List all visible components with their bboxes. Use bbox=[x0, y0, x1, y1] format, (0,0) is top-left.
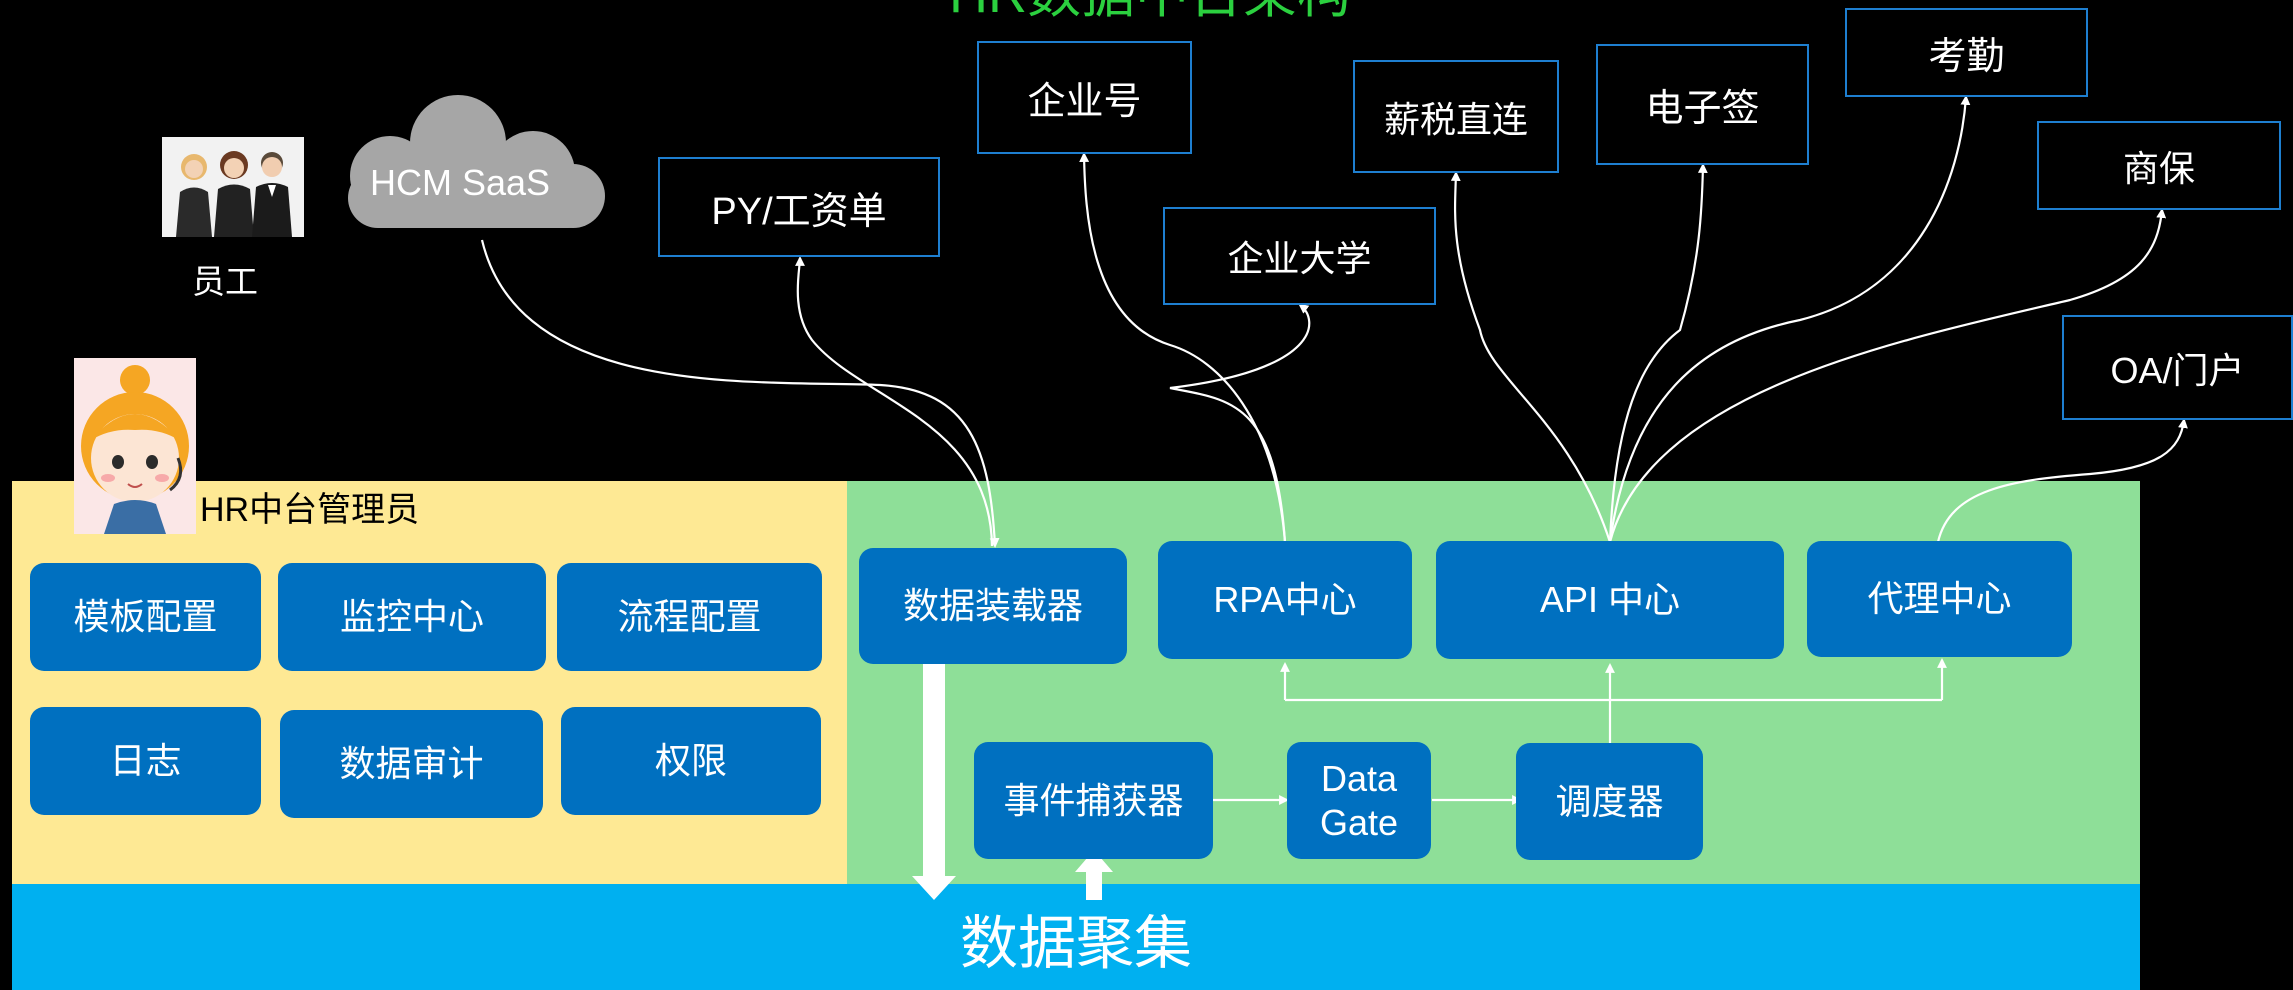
oa-portal-box[interactable]: OA/门户 bbox=[2062, 315, 2293, 420]
e-signature-box[interactable]: 电子签 bbox=[1596, 44, 1809, 165]
data-loader-block[interactable]: 数据装载器 bbox=[859, 548, 1127, 664]
admin-avatar bbox=[74, 358, 196, 534]
data-gate-line2: Gate bbox=[1319, 801, 1399, 843]
module-data-audit-button[interactable]: 数据审计 bbox=[280, 710, 543, 818]
module-process-config-button[interactable]: 流程配置 bbox=[557, 563, 822, 671]
event-capture-block[interactable]: 事件捕获器 bbox=[974, 742, 1213, 859]
module-permission-button[interactable]: 权限 bbox=[561, 707, 821, 815]
admin-panel bbox=[12, 481, 847, 884]
rpa-center-block[interactable]: RPA中心 bbox=[1158, 541, 1412, 659]
employee-label: 员工 bbox=[192, 263, 258, 300]
hcm-saas-label: HCM SaaS bbox=[369, 162, 551, 203]
wechat-work-box[interactable]: 企业号 bbox=[977, 41, 1192, 154]
module-monitor-center-button[interactable]: 监控中心 bbox=[278, 563, 546, 671]
employees-icon bbox=[162, 137, 304, 237]
commercial-insurance-box[interactable]: 商保 bbox=[2037, 121, 2281, 210]
cloud-icon bbox=[348, 95, 605, 228]
scheduler-block[interactable]: 调度器 bbox=[1516, 743, 1703, 860]
py-payroll-box[interactable]: PY/工资单 bbox=[658, 157, 940, 257]
diagram-title: HR数据中台架构 bbox=[600, 0, 1700, 24]
employee-photo bbox=[162, 137, 304, 237]
tax-direct-connect-box[interactable]: 薪税直连 bbox=[1353, 60, 1559, 173]
admin-label: HR中台管理员 bbox=[200, 491, 420, 529]
admin-avatar-icon bbox=[81, 365, 189, 534]
proxy-center-block[interactable]: 代理中心 bbox=[1807, 541, 2072, 657]
attendance-box[interactable]: 考勤 bbox=[1845, 8, 2088, 97]
data-gate-line1: Data bbox=[1320, 758, 1398, 800]
api-center-block[interactable]: API 中心 bbox=[1436, 541, 1784, 659]
module-log-button[interactable]: 日志 bbox=[30, 707, 261, 815]
data-layer-bar bbox=[12, 884, 2140, 990]
data-layer-label: 数据聚集 bbox=[959, 911, 1192, 976]
data-gate-block[interactable]: Data Gate bbox=[1287, 742, 1431, 859]
module-template-config-button[interactable]: 模板配置 bbox=[30, 563, 261, 671]
enterprise-university-box[interactable]: 企业大学 bbox=[1163, 207, 1436, 305]
